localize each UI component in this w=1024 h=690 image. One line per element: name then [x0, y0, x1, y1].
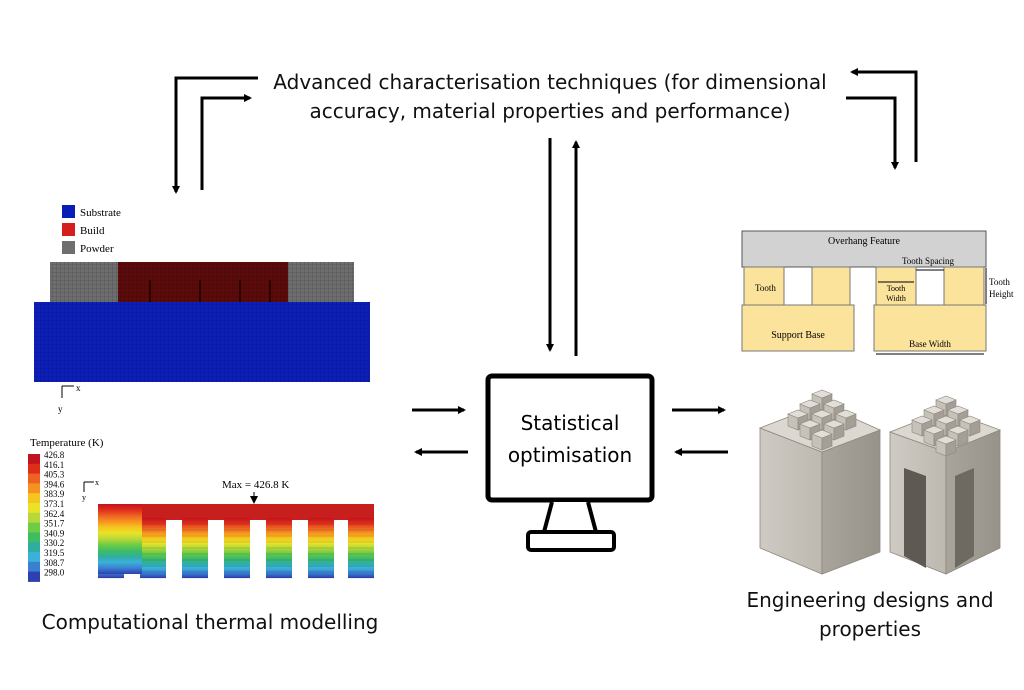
contour-part — [98, 504, 374, 579]
tooth-width-label-2: Width — [886, 294, 906, 303]
temperature-tick: 383.9 — [44, 489, 65, 499]
contour-pillar — [308, 518, 334, 578]
top-left-loop-arrows — [172, 76, 258, 194]
temperature-tick: 394.6 — [44, 479, 65, 489]
temperature-band — [28, 542, 40, 553]
temperature-band — [28, 552, 40, 563]
monitor-line1: Statistical — [521, 411, 620, 435]
temperature-title: Temperature (K) — [30, 437, 104, 449]
header-line1: Advanced characterisation techniques (fo… — [273, 70, 827, 94]
temperature-band — [28, 483, 40, 494]
max-temperature-label: Max = 426.8 K — [222, 479, 289, 491]
header-line2: accuracy, material properties and perfor… — [309, 99, 791, 123]
contour-axis-y: y — [82, 493, 86, 502]
tooth-width-label-1: Tooth — [887, 284, 906, 293]
contour-left-block — [98, 504, 142, 574]
legend-label-substrate: Substrate — [80, 207, 121, 219]
legend-label-build: Build — [80, 225, 105, 237]
temperature-contour: Temperature (K) 426.8416.1405.3394.6383.… — [28, 437, 374, 582]
vertical-arrows — [546, 138, 580, 356]
overhang-label: Overhang Feature — [828, 236, 900, 247]
temperature-band — [28, 512, 40, 524]
tooth-label: Tooth — [755, 283, 776, 293]
temperature-band — [28, 463, 40, 475]
legend-label-powder: Powder — [80, 243, 114, 255]
temperature-tick: 416.1 — [44, 460, 64, 470]
temperature-band — [28, 493, 40, 504]
tooth-height-label-1: Tooth — [989, 277, 1010, 287]
monitor-line2: optimisation — [508, 443, 632, 467]
left-caption: Computational thermal modelling — [41, 610, 379, 634]
contour-pillar — [182, 518, 208, 578]
temperature-tick: 373.1 — [44, 499, 64, 509]
temperature-tick: 405.3 — [44, 470, 65, 480]
temperature-tick: 298.0 — [44, 568, 65, 578]
contour-pillar — [224, 518, 250, 578]
right-caption: Engineering designs and properties — [720, 586, 1020, 644]
fe-mesh-model: Substrate Build Powder x y — [34, 205, 370, 414]
tooth-height-label-2: Height — [989, 289, 1014, 299]
temperature-tick: 340.9 — [44, 528, 65, 538]
temperature-band — [28, 503, 40, 514]
tooth-spacing-label: Tooth Spacing — [902, 256, 955, 266]
horizontal-arrows — [412, 406, 728, 456]
temperature-band — [28, 473, 40, 484]
temperature-tick: 426.8 — [44, 450, 65, 460]
axis-x-label: x — [76, 383, 81, 393]
contour-pillar — [348, 518, 374, 578]
legend-swatch-powder — [62, 241, 75, 254]
overhang-schematic: Overhang Feature Tooth Support Base Toot… — [741, 230, 1014, 355]
right-caption-line1: Engineering designs and — [746, 588, 994, 612]
temperature-scale: 426.8416.1405.3394.6383.9373.1362.4351.7… — [28, 450, 65, 582]
axis-y-label: y — [58, 404, 63, 414]
lattice-cubes — [758, 389, 1002, 575]
temperature-band — [28, 561, 40, 573]
temperature-tick: 319.5 — [44, 548, 65, 558]
temperature-tick: 308.7 — [44, 558, 65, 568]
monitor-icon: Statistical optimisation — [485, 373, 655, 552]
contour-axis-x: x — [95, 478, 99, 487]
contour-pillar — [266, 518, 292, 578]
top-right-loop-arrows — [846, 68, 918, 170]
base-width-label: Base Width — [909, 339, 951, 349]
legend-swatch-build — [62, 223, 75, 236]
contour-top-bar — [98, 504, 374, 520]
header-caption: Advanced characterisation techniques (fo… — [250, 68, 850, 126]
legend-swatch-substrate — [62, 205, 75, 218]
temperature-tick: 362.4 — [44, 509, 65, 519]
temperature-band — [28, 571, 40, 582]
temperature-tick: 330.2 — [44, 538, 64, 548]
temperature-tick: 351.7 — [44, 519, 65, 529]
right-caption-line2: properties — [818, 617, 922, 641]
temperature-band — [28, 532, 40, 543]
contour-pillar — [140, 518, 166, 578]
temperature-band — [28, 522, 40, 533]
support-base-label: Support Base — [771, 330, 825, 341]
temperature-band — [28, 454, 40, 465]
